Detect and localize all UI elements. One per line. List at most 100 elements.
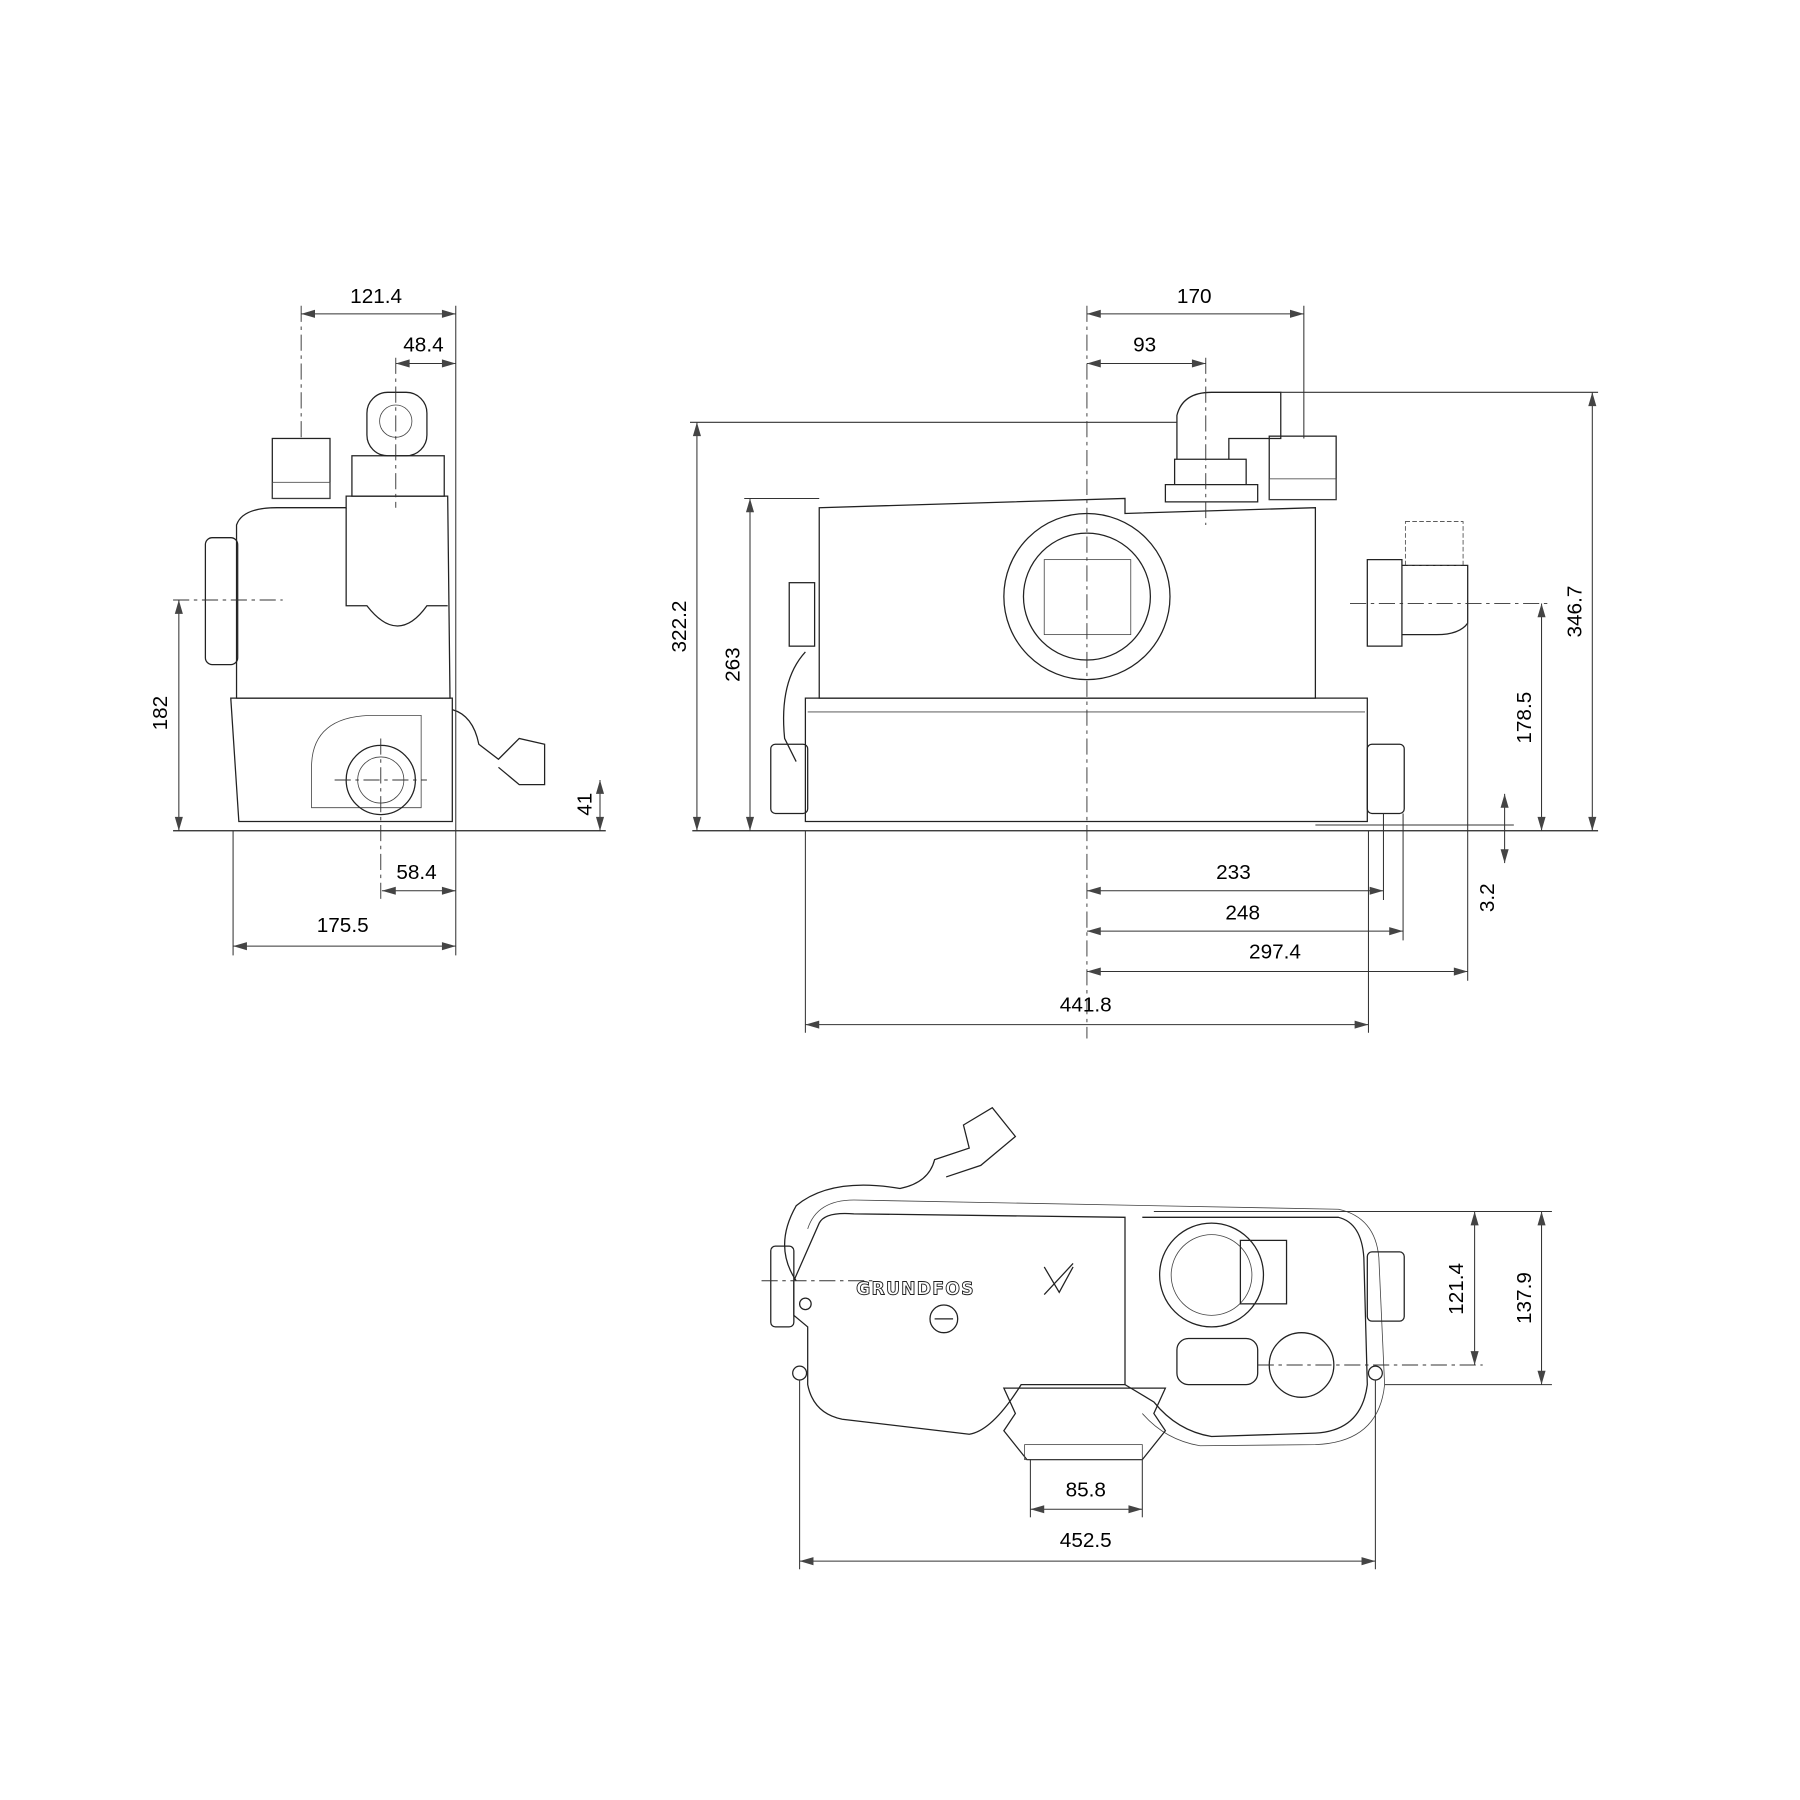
- dimension-arrowhead: [441, 942, 456, 951]
- front-top-fitting-ribs: [1268, 478, 1337, 501]
- dimension-arrowhead: [745, 498, 755, 513]
- dimension-arrowhead: [1290, 309, 1304, 318]
- dimension-arrowhead: [1361, 1557, 1376, 1566]
- dimension: 3.2: [1476, 793, 1509, 912]
- dimension-arrowhead: [692, 422, 701, 437]
- dimension-label: 93: [1133, 334, 1156, 357]
- front-cover: [818, 497, 1317, 699]
- front-inlet-flap: [1043, 559, 1132, 636]
- top-inlet-bellows: [1002, 1387, 1167, 1461]
- dimension-arrowhead: [395, 359, 410, 368]
- dimension: 170: [1086, 285, 1304, 318]
- dimension-arrowhead: [692, 816, 701, 831]
- front-side-inlet-elbow: [1366, 558, 1469, 647]
- side-inlet-flange: [204, 537, 239, 666]
- dimension-label: 137.9: [1513, 1272, 1536, 1324]
- top-cover: [793, 1212, 1126, 1435]
- front-power-cord: [782, 651, 806, 762]
- dimension: 41: [574, 779, 605, 831]
- dimension-arrowhead: [1086, 886, 1101, 895]
- dimension: 48.4: [395, 334, 456, 368]
- side-lower-body: [230, 697, 453, 823]
- front-outlet-elbow: [1164, 391, 1282, 503]
- dimension-label: 346.7: [1564, 586, 1587, 638]
- dimension: 263: [721, 498, 755, 831]
- dimension-label: 175.5: [317, 914, 369, 937]
- dimension: 248: [1086, 901, 1404, 936]
- dimension-label: 452.5: [1060, 1529, 1112, 1552]
- dimension-arrowhead: [1537, 1211, 1546, 1226]
- dimension-arrowhead: [799, 1557, 814, 1566]
- dimension-arrowhead: [1500, 793, 1509, 808]
- dimension-arrowhead: [745, 816, 755, 831]
- dimension-arrowhead: [1500, 849, 1509, 864]
- dimension-arrowhead: [174, 816, 183, 831]
- front-view: [689, 305, 1599, 1039]
- dimension-label: 48.4: [403, 334, 443, 357]
- dimension-arrowhead: [1369, 886, 1384, 895]
- brand-logo: GRUNDFOS: [856, 1280, 975, 1300]
- dimension-label: 233: [1216, 861, 1251, 884]
- dimension-arrowhead: [1470, 1351, 1479, 1365]
- top-outlet-bore: [1170, 1234, 1253, 1316]
- dimension-label: 58.4: [396, 861, 436, 884]
- side-upper-body: [235, 495, 451, 699]
- dimension-label: 248: [1225, 901, 1260, 924]
- dimension-arrowhead: [441, 309, 456, 318]
- dimension-arrowhead: [1588, 816, 1597, 831]
- dimension-label: 41: [574, 793, 597, 816]
- top-view: GRUNDFOS: [761, 1106, 1552, 1570]
- dimension: 175.5: [233, 914, 456, 951]
- front-switch-box: [788, 582, 816, 647]
- dimension-arrowhead: [595, 780, 605, 794]
- mounting-hole-right: [1367, 1365, 1383, 1381]
- top-right-port: [1366, 1251, 1405, 1322]
- dimension: 137.9: [1513, 1211, 1546, 1385]
- dimension-arrowhead: [441, 359, 456, 368]
- front-left-port: [770, 743, 809, 815]
- dimension-arrowhead: [1030, 1505, 1045, 1514]
- dimension-label: 178.5: [1513, 692, 1536, 744]
- top-outlet-fitting: [1239, 1239, 1288, 1305]
- top-power-cord-plug: [783, 1106, 1017, 1282]
- dimension-arrowhead: [1470, 1211, 1479, 1226]
- dimension: 441.8: [805, 994, 1369, 1029]
- dimension: 452.5: [799, 1529, 1376, 1566]
- dimension-arrowhead: [1537, 1370, 1546, 1385]
- dimension-label: 170: [1177, 285, 1212, 308]
- dimension-label: 263: [721, 647, 744, 682]
- dimension-label: 85.8: [1066, 1478, 1106, 1501]
- dimension-label: 121.4: [350, 285, 402, 308]
- dimension: 58.4: [381, 861, 456, 895]
- dimension-arrowhead: [441, 886, 456, 895]
- top-inlet-ribs: [1024, 1444, 1143, 1461]
- dimension-label: 121.4: [1445, 1263, 1468, 1315]
- dimension-arrowhead: [595, 816, 605, 831]
- side-tank-cutout: [345, 507, 448, 627]
- dimension: 121.4: [1445, 1211, 1479, 1365]
- front-side-inlet-hidden: [1404, 521, 1464, 566]
- dimension-arrowhead: [1086, 359, 1101, 368]
- dimension-arrowhead: [1191, 359, 1206, 368]
- mounting-hole-left: [792, 1365, 808, 1381]
- top-left-port: [770, 1245, 795, 1328]
- side-outlet-elbow: [366, 391, 428, 457]
- top-vent-recess: [1176, 1337, 1259, 1386]
- dimension-arrowhead: [1389, 927, 1404, 936]
- brand-logo-mark-icon: [1043, 1263, 1074, 1296]
- dimension-arrowhead: [1537, 816, 1546, 831]
- dimension-label: 441.8: [1060, 994, 1112, 1017]
- side-view: [173, 305, 606, 956]
- dimension-arrowhead: [1128, 1505, 1143, 1514]
- side-top-fitting-ribs: [271, 481, 331, 499]
- dimension: 233: [1086, 861, 1384, 895]
- front-tank: [804, 697, 1368, 823]
- dimension-arrowhead: [381, 886, 396, 895]
- dimension-arrowhead: [1588, 392, 1597, 407]
- dimension-arrowhead: [1086, 927, 1101, 936]
- dimension-arrowhead: [1537, 603, 1546, 618]
- dimension-arrowhead: [805, 1020, 820, 1029]
- dimensions: 121.448.41824158.4175.517093322.2263346.…: [149, 285, 1597, 1566]
- top-tank-outline: [807, 1199, 1386, 1447]
- dimension-arrowhead: [233, 942, 247, 951]
